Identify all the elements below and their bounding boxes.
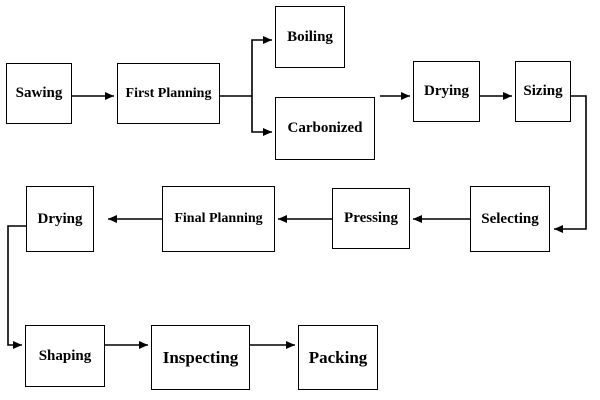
step-inspecting: Inspecting: [151, 325, 250, 390]
step-sawing: Sawing: [6, 63, 72, 124]
arrow-sizing-to-selecting: [554, 95, 587, 233]
step-selecting: Selecting: [470, 186, 550, 252]
step-final-planning-label: Final Planning: [174, 211, 263, 226]
step-packing: Packing: [298, 325, 378, 390]
step-pressing: Pressing: [332, 188, 410, 249]
step-boiling: Boiling: [275, 6, 345, 68]
step-shaping: Shaping: [25, 325, 105, 387]
step-drying-2: Drying: [26, 186, 94, 252]
step-sizing-label: Sizing: [523, 83, 563, 99]
step-drying-2-label: Drying: [37, 210, 83, 227]
arrow-first-planning-to-boiling: [251, 36, 272, 96]
step-selecting-label: Selecting: [481, 210, 539, 227]
step-sizing: Sizing: [515, 61, 571, 122]
step-carbonized-label: Carbonized: [287, 120, 363, 136]
step-first-planning: First Planning: [117, 63, 220, 124]
step-drying-1-label: Drying: [424, 83, 469, 99]
step-boiling-label: Boiling: [287, 28, 333, 45]
step-inspecting-label: Inspecting: [162, 347, 239, 367]
step-pressing-label: Pressing: [344, 210, 398, 226]
step-carbonized: Carbonized: [275, 97, 375, 160]
step-shaping-label: Shaping: [38, 347, 92, 364]
step-packing-label: Packing: [308, 347, 368, 367]
arrow-first-planning-to-carbonized: [251, 96, 272, 136]
step-sawing-label: Sawing: [15, 85, 63, 101]
step-final-planning: Final Planning: [162, 186, 275, 252]
step-first-planning-label: First Planning: [125, 85, 212, 101]
step-drying-1: Drying: [413, 61, 480, 122]
arrow-drying-to-shaping: [7, 225, 26, 349]
